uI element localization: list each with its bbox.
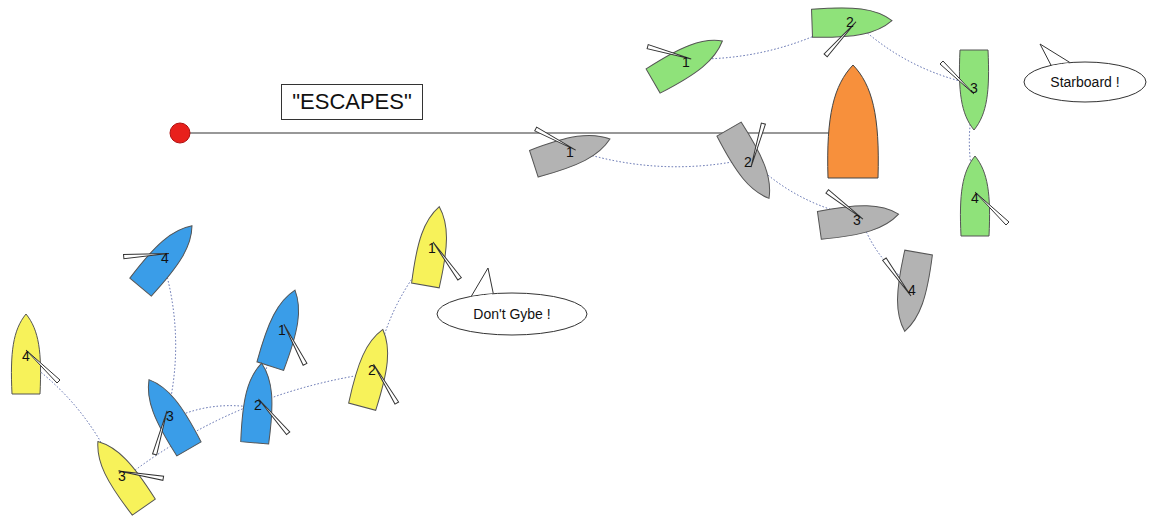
- position-number: 1: [682, 54, 690, 70]
- position-number: 2: [368, 362, 376, 378]
- call-text: Don't Gybe !: [473, 306, 550, 322]
- bubble-tail: [471, 268, 494, 297]
- position-number: 3: [166, 408, 174, 424]
- track-line: [582, 153, 736, 167]
- committee-boat: [828, 65, 879, 178]
- position-number: 4: [971, 190, 979, 206]
- position-number: 4: [161, 250, 169, 266]
- boat: 2: [736, 150, 760, 174]
- track-line: [182, 406, 246, 415]
- position-number: 1: [278, 322, 286, 338]
- position-number: 2: [744, 154, 752, 170]
- speech-bubble: Starboard !: [1023, 61, 1147, 103]
- call-text: Starboard !: [1050, 74, 1119, 90]
- boat: 2: [360, 358, 384, 382]
- boat: 3: [110, 464, 134, 488]
- boat-hull: [0, 306, 76, 406]
- boat: 1: [558, 140, 582, 164]
- boat: 4: [963, 186, 987, 210]
- boat: 3: [845, 208, 869, 232]
- bubble-ellipse: [1024, 62, 1146, 102]
- track-line: [862, 28, 962, 81]
- boat: 4: [153, 246, 177, 270]
- boat: 2: [246, 393, 270, 417]
- position-number: 3: [853, 212, 861, 228]
- position-number: 2: [254, 397, 262, 413]
- boat: 2: [838, 10, 862, 34]
- boat: 1: [674, 50, 698, 74]
- boat: 4: [900, 278, 924, 302]
- track-line: [165, 270, 175, 404]
- bubble-join: [1052, 64, 1068, 67]
- position-number: 3: [118, 468, 126, 484]
- speech-bubble: Don't Gybe !: [436, 292, 588, 336]
- position-number: 4: [22, 348, 30, 364]
- position-number: 2: [846, 14, 854, 30]
- boat-hull: [800, 0, 900, 72]
- pin-buoy: [170, 123, 190, 143]
- boat: 3: [158, 404, 182, 428]
- position-number: 1: [566, 144, 574, 160]
- position-number: 4: [908, 282, 916, 298]
- bubble-ellipse: [437, 293, 587, 335]
- position-number: 1: [428, 240, 436, 256]
- boat: 4: [14, 344, 38, 368]
- boat: 3: [962, 76, 986, 100]
- boat: 1: [420, 236, 444, 260]
- track-line: [760, 168, 845, 213]
- bubble-join: [472, 295, 493, 298]
- title-text: "ESCAPES": [292, 89, 412, 114]
- boat: 1: [270, 318, 294, 342]
- title-box: "ESCAPES": [281, 84, 423, 120]
- position-number: 3: [970, 80, 978, 96]
- track-line: [866, 232, 902, 278]
